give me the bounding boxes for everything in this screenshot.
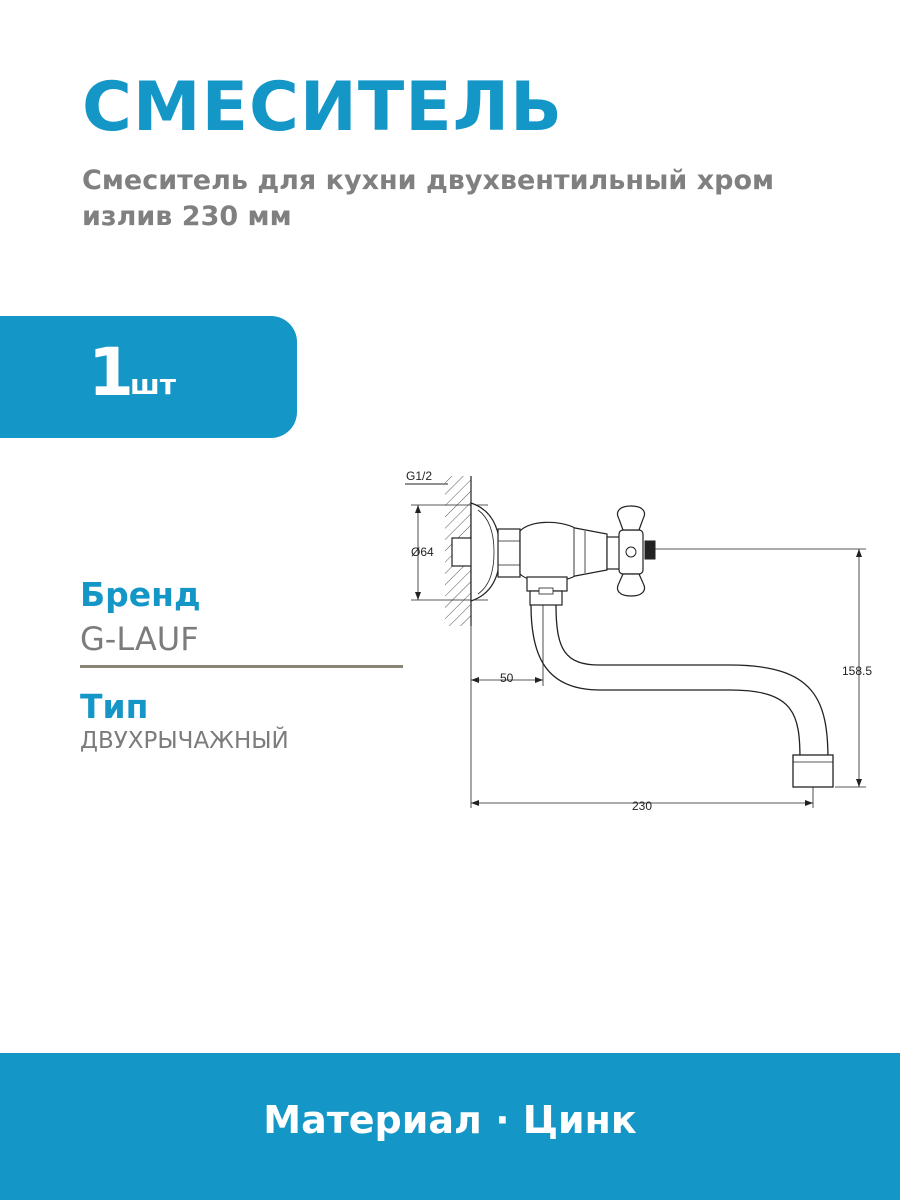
diameter-label: Ø64 <box>411 545 434 559</box>
type-value: ДВУХРЫЧАЖНЫЙ <box>80 728 289 754</box>
thread-label: G1/2 <box>406 469 432 483</box>
quantity-badge <box>0 316 297 438</box>
height-label: 158.5 <box>842 664 872 678</box>
footer-banner <box>0 1053 900 1200</box>
brand-value: G-LAUF <box>80 620 199 658</box>
quantity-number: 1 <box>88 334 134 411</box>
brand-label: Бренд <box>80 575 201 614</box>
material-label: Материал · Цинк <box>263 1098 637 1142</box>
length-label: 230 <box>632 799 652 813</box>
offset-label: 50 <box>500 671 514 685</box>
type-label: Тип <box>80 687 149 726</box>
quantity-unit: шт <box>130 368 176 401</box>
spec-divider <box>80 665 403 668</box>
product-subtitle: Смеситель для кухни двухвентильный хром … <box>82 165 775 232</box>
product-title: СМЕСИТЕЛЬ <box>82 68 563 147</box>
